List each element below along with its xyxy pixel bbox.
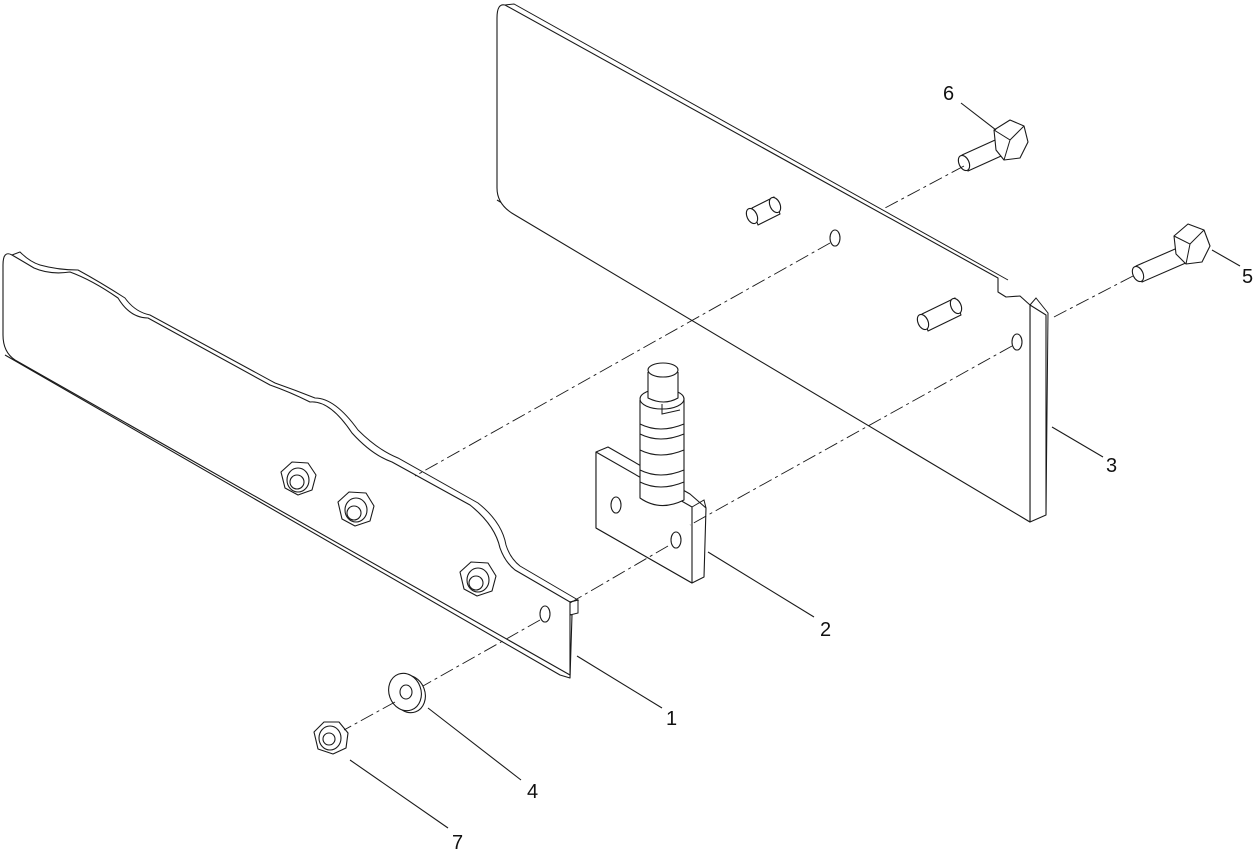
callout-1: 1 — [666, 708, 677, 730]
callout-6: 6 — [943, 83, 954, 105]
leader-3 — [1051, 426, 1104, 458]
callout-3: 3 — [1106, 455, 1117, 477]
hex-nut-part-7 — [313, 721, 349, 755]
callout-5: 5 — [1242, 266, 1253, 288]
leader-lines — [349, 102, 1241, 829]
washer-part-4 — [388, 672, 426, 714]
leader-7 — [349, 759, 449, 829]
bolt-part-5 — [1131, 223, 1211, 283]
pivot-bracket-part-2 — [595, 362, 707, 584]
dowel-pin-lower — [916, 297, 963, 332]
rear-plate-part-3 — [496, 3, 1049, 523]
hex-nut-bar-2 — [337, 491, 375, 527]
dowel-pin-upper — [745, 196, 782, 226]
leader-4 — [427, 707, 522, 781]
callout-7: 7 — [452, 832, 463, 854]
callout-labels: 1 2 3 4 5 6 7 — [452, 83, 1253, 854]
callout-2: 2 — [820, 619, 831, 641]
front-bar-part-1 — [2, 251, 580, 679]
hex-nut-bar-3 — [459, 561, 497, 597]
leader-2 — [707, 551, 815, 618]
bolt-part-6 — [957, 119, 1029, 172]
assembly-centerlines — [343, 165, 1134, 731]
leader-1 — [576, 655, 663, 709]
leader-6 — [960, 102, 997, 131]
leader-5 — [1211, 249, 1241, 267]
hex-nut-bar-1 — [280, 461, 317, 496]
callout-4: 4 — [527, 781, 538, 803]
